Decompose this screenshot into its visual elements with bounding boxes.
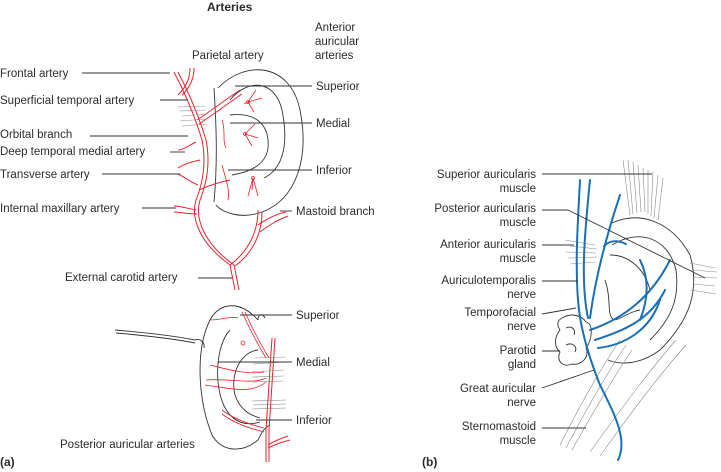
- label-external-carotid-artery: External carotid artery: [65, 272, 178, 284]
- top-arteries: [173, 67, 289, 291]
- label-auriculotemporalis-1: Auriculotemporalis: [441, 275, 536, 287]
- anterior-auricular-arteries: [221, 89, 263, 201]
- panel-b-ear-outline: [604, 217, 695, 364]
- panel-a-title: Arteries: [207, 0, 253, 14]
- label-sternomastoid-2: muscle: [500, 435, 536, 447]
- label-anterior-auricular-3: arteries: [315, 50, 354, 62]
- label-anterior-auricularis-2: muscle: [500, 253, 536, 265]
- label-deep-temporal-medial-artery: Deep temporal medial artery: [0, 146, 145, 158]
- temporal-fascia-lines: [177, 105, 208, 127]
- label-temporofacial-1: Temporofacial: [464, 307, 536, 319]
- label-parotid-1: Parotid: [500, 345, 536, 357]
- label-parietal-artery: Parietal artery: [192, 50, 264, 62]
- parotid-gland: [554, 314, 592, 366]
- label-medial-top: Medial: [316, 118, 350, 130]
- bottom-ear-labels: Superior Medial Inferior Posterior auric…: [60, 310, 340, 451]
- panel-b-nerves: [575, 179, 671, 461]
- label-mastoid-branch: Mastoid branch: [296, 206, 375, 218]
- label-anterior-auricularis-1: Anterior auricularis: [440, 239, 536, 251]
- label-superficial-temporal-artery: Superficial temporal artery: [0, 95, 134, 107]
- label-posterior-auricular-arteries: Posterior auricular arteries: [60, 439, 195, 451]
- label-parotid-2: gland: [508, 359, 536, 371]
- label-auriculotemporalis-2: nerve: [507, 289, 536, 301]
- label-medial-bottom: Medial: [296, 357, 330, 369]
- bottom-ear-muscle-lines: [251, 356, 287, 410]
- label-inferior-bottom: Inferior: [296, 415, 332, 427]
- top-ear-labels: Frontal artery Superficial temporal arte…: [0, 22, 375, 284]
- label-transverse-artery: Transverse artery: [0, 169, 90, 181]
- label-posterior-auricularis-1: Posterior auricularis: [434, 203, 536, 215]
- label-superior-bottom: Superior: [296, 310, 340, 322]
- label-posterior-auricularis-2: muscle: [500, 217, 536, 229]
- label-superior-auricularis-2: muscle: [500, 183, 536, 195]
- top-ear-outline: [213, 69, 304, 216]
- panel-a-label: (a): [0, 455, 15, 469]
- panel-b-labels: Superior auricularis muscle Posterior au…: [434, 169, 706, 447]
- label-temporofacial-2: nerve: [507, 321, 536, 333]
- label-sternomastoid-1: Sternomastoid: [462, 421, 536, 433]
- label-great-auricular-1: Great auricular: [460, 383, 536, 395]
- label-orbital-branch: Orbital branch: [0, 129, 72, 141]
- label-internal-maxillary-artery: Internal maxillary artery: [0, 203, 120, 215]
- panel-b: Superior auricularis muscle Posterior au…: [422, 159, 718, 469]
- bottom-ear-outline: [114, 305, 271, 450]
- panel-a: Arteries: [0, 0, 375, 469]
- label-superior-top: Superior: [316, 81, 360, 93]
- label-anterior-auricular-2: auricular: [315, 36, 359, 48]
- panel-b-label: (b): [422, 455, 437, 469]
- label-frontal-artery: Frontal artery: [0, 68, 69, 80]
- panel-b-muscles: [559, 159, 718, 457]
- label-great-auricular-2: nerve: [507, 397, 536, 409]
- label-anterior-auricular-1: Anterior: [315, 22, 355, 34]
- posterior-auricular-arteries: [204, 311, 291, 462]
- label-superior-auricularis-1: Superior auricularis: [437, 169, 536, 181]
- label-inferior-top: Inferior: [316, 165, 352, 177]
